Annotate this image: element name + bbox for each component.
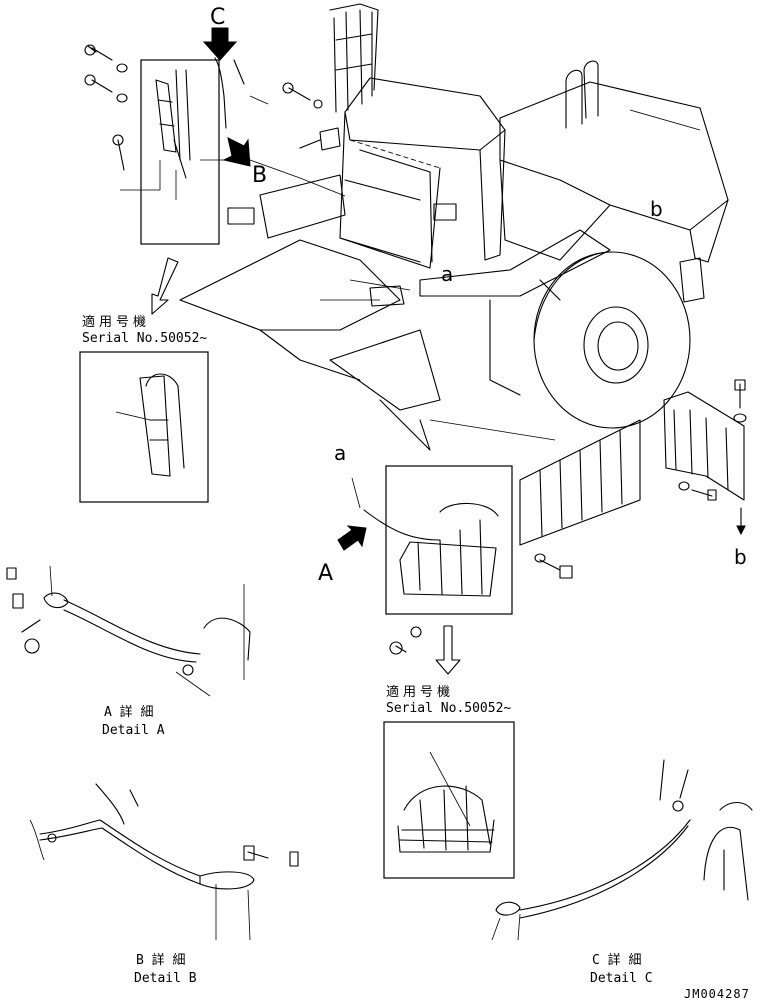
callout-ref-a-upper: a bbox=[441, 262, 453, 286]
inset-box-middle bbox=[337, 465, 513, 675]
railing-lower-assembly bbox=[429, 419, 641, 579]
callout-ref-b-lower: b bbox=[734, 545, 747, 569]
serial-middle-en: Serial No.50052~ bbox=[386, 701, 511, 716]
serial-top-jp: 適用号機 bbox=[82, 314, 150, 330]
callout-view-a: A bbox=[318, 561, 333, 586]
serial-note-top bbox=[79, 351, 209, 503]
detail-a-jp: A 詳 細 bbox=[104, 704, 153, 720]
serial-top-en: Serial No.50052~ bbox=[82, 331, 207, 346]
serial-middle-jp: 適用号機 bbox=[386, 684, 454, 700]
callout-view-c: C bbox=[210, 5, 225, 30]
detail-a-drawing bbox=[6, 565, 251, 697]
detail-c-en: Detail C bbox=[590, 971, 653, 986]
drawing-number: JM004287 bbox=[684, 987, 750, 1001]
detail-b-drawing bbox=[29, 783, 299, 941]
view-arrows-top bbox=[151, 27, 251, 315]
bolt-group-top-left bbox=[84, 44, 323, 171]
callout-ref-b-upper: b bbox=[650, 197, 663, 221]
callout-ref-a-lower: a bbox=[334, 441, 346, 465]
detail-c-drawing bbox=[491, 759, 753, 941]
serial-note-middle bbox=[383, 721, 515, 879]
detail-b-jp: B 詳 細 bbox=[136, 952, 185, 968]
detail-c-jp: C 詳 細 bbox=[592, 952, 641, 968]
callout-view-b: B bbox=[252, 163, 267, 188]
railing-right bbox=[663, 379, 747, 536]
detail-b-en: Detail B bbox=[134, 971, 197, 986]
detail-a-en: Detail A bbox=[102, 723, 165, 738]
machine-body bbox=[179, 3, 729, 451]
